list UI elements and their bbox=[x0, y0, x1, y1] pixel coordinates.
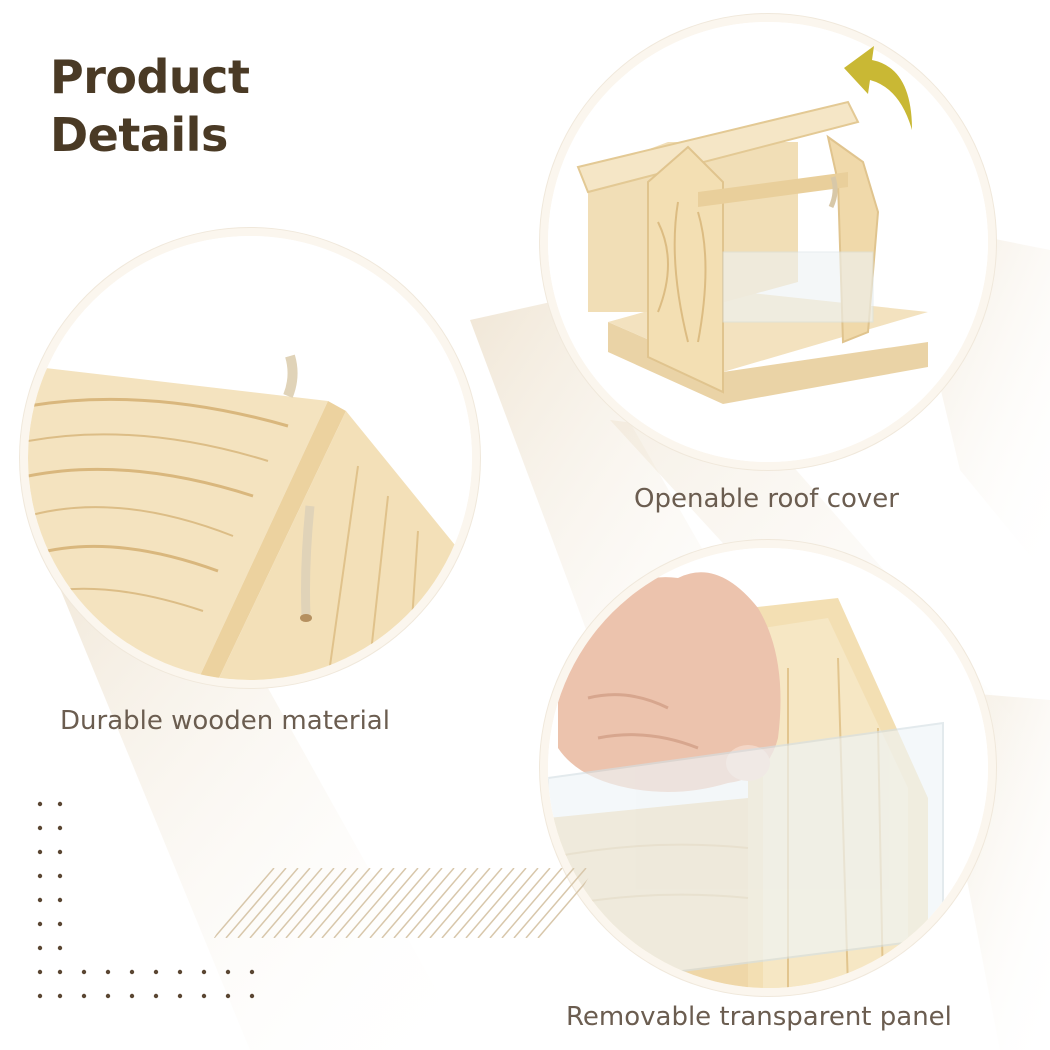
caption-removable-panel: Removable transparent panel bbox=[566, 1002, 952, 1032]
curved-arrow-icon bbox=[844, 46, 912, 130]
decorative-hatch-pattern bbox=[214, 868, 594, 938]
title-line-2: Details bbox=[50, 108, 228, 162]
photo-wooden-material bbox=[20, 228, 480, 688]
decorative-dot-pattern bbox=[37, 801, 255, 999]
caption-openable-roof: Openable roof cover bbox=[634, 484, 899, 514]
page-title: Product Details bbox=[50, 48, 250, 164]
acrylic-panel-removal-illustration bbox=[548, 548, 988, 988]
birdhouse-open-roof-illustration bbox=[548, 22, 988, 462]
photo-openable-roof bbox=[540, 14, 996, 470]
wood-roof-closeup-illustration bbox=[28, 236, 472, 680]
photo-removable-panel bbox=[540, 540, 996, 996]
title-line-1: Product bbox=[50, 50, 250, 104]
caption-wooden-material: Durable wooden material bbox=[60, 706, 390, 736]
